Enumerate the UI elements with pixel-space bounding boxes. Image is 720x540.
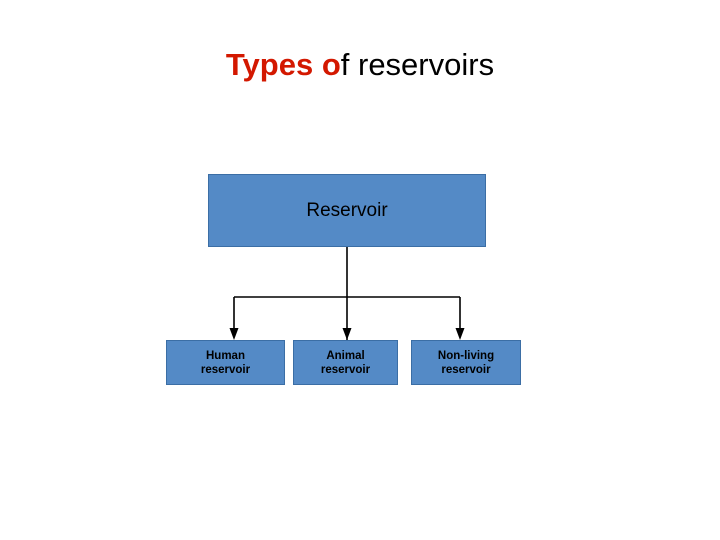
diagram-node-animal-reservoir[interactable]: Animal reservoir bbox=[293, 340, 398, 385]
diagram-node-nonliving-reservoir-label: Non-living reservoir bbox=[438, 349, 494, 377]
diagram-node-nonliving-reservoir[interactable]: Non-living reservoir bbox=[411, 340, 521, 385]
animal-line1: Animal bbox=[326, 349, 365, 362]
animal-line2: reservoir bbox=[320, 363, 371, 376]
title-emphasis: Types o bbox=[225, 47, 341, 82]
nonliving-line2: reservoir bbox=[441, 363, 491, 376]
diagram-node-human-reservoir[interactable]: Human reservoir bbox=[166, 340, 285, 385]
title-rest: f reservoirs bbox=[340, 47, 495, 82]
diagram-node-animal-reservoir-label: Animal reservoir bbox=[321, 349, 370, 377]
human-line2: reservoir bbox=[200, 363, 251, 376]
page-title: Types of reservoirs bbox=[0, 47, 720, 83]
diagram-node-root[interactable]: Reservoir bbox=[208, 174, 486, 247]
nonliving-line1: Non-living bbox=[437, 349, 495, 362]
diagram-node-human-reservoir-label: Human reservoir bbox=[201, 349, 250, 377]
diagram-node-root-label: Reservoir bbox=[306, 199, 388, 221]
human-line1: Human bbox=[206, 349, 245, 362]
